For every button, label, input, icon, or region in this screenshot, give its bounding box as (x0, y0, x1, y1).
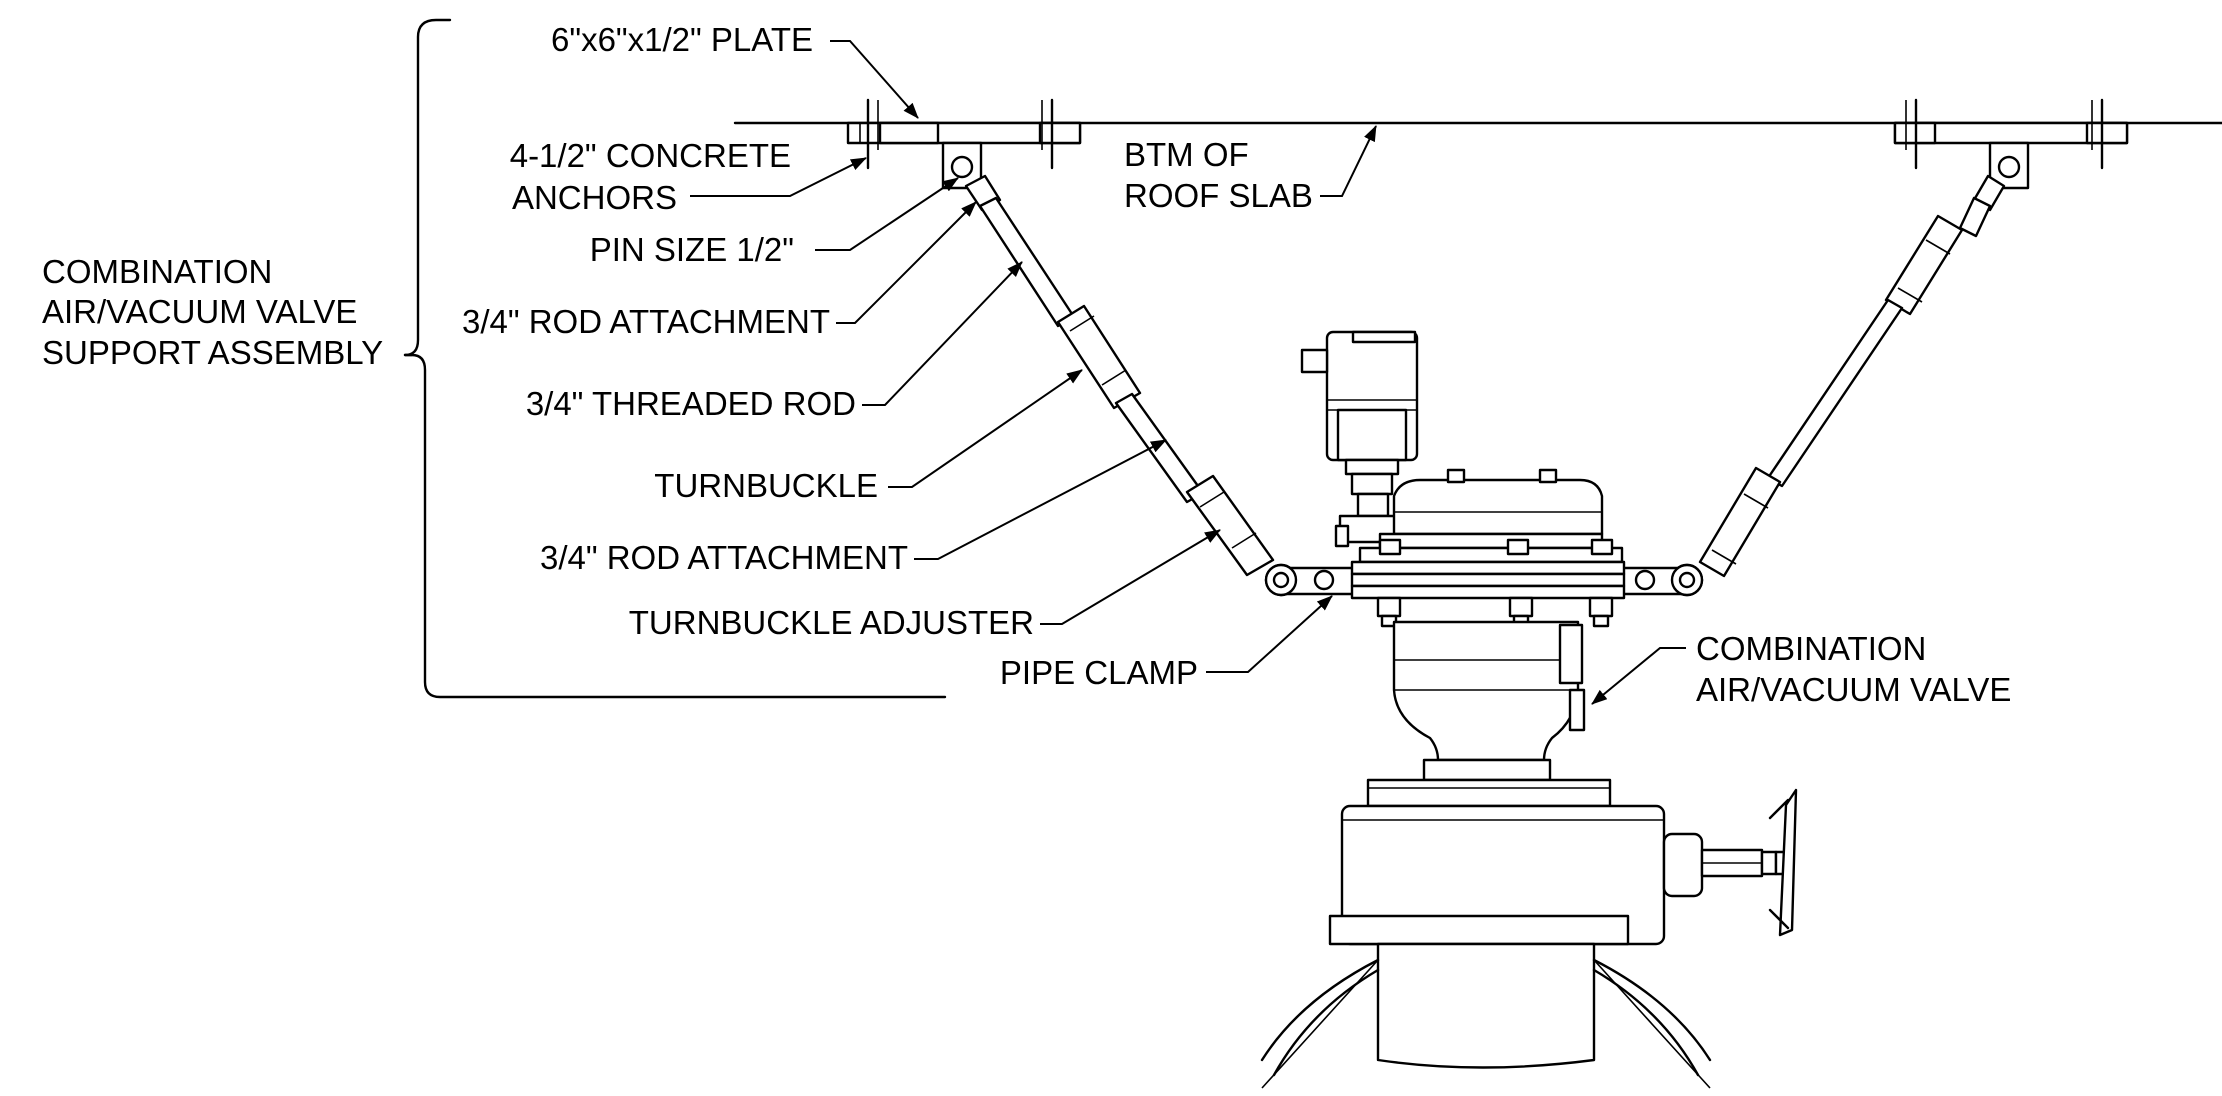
callout-labels: 6"x6"x1/2" PLATE 4-1/2" CONCRETE ANCHORS… (462, 21, 2011, 708)
assembly-bracket (403, 18, 947, 699)
valve-label-line1: COMBINATION (1696, 630, 1926, 667)
assembly-title: COMBINATION AIR/VACUUM VALVE SUPPORT ASS… (42, 253, 383, 371)
turnbuckle-label: TURNBUCKLE (654, 467, 878, 504)
threaded-rod-label: 3/4" THREADED ROD (526, 385, 856, 422)
rod-attachment-upper-label: 3/4" ROD ATTACHMENT (462, 303, 830, 340)
anchors-label-line2: ANCHORS (512, 179, 677, 216)
turnbuckle-adjuster-label: TURNBUCKLE ADJUSTER (629, 604, 1034, 641)
assembly-title-line3: SUPPORT ASSEMBLY (42, 334, 383, 371)
right-threaded-rod (1766, 298, 1904, 488)
pipe-clamp-label: PIPE CLAMP (1000, 654, 1198, 691)
gate-valve (1328, 788, 1798, 946)
left-turnbuckle (1056, 304, 1142, 410)
left-rod-assembly (964, 174, 1298, 597)
valve-label-line2: AIR/VACUUM VALVE (1696, 671, 2011, 708)
pipe (1260, 942, 1712, 1089)
left-anchor-plate (846, 98, 1082, 170)
right-rod-assembly (1670, 174, 2006, 597)
plate-label: 6"x6"x1/2" PLATE (551, 21, 813, 58)
roof-slab-label-line1: BTM OF (1124, 136, 1249, 173)
assembly-title-line2: AIR/VACUUM VALVE (42, 293, 357, 330)
anchors-label-line1: 4-1/2" CONCRETE (510, 137, 791, 174)
left-threaded-rod-lower (1114, 392, 1205, 504)
roof-slab-label-line2: ROOF SLAB (1124, 177, 1313, 214)
right-turnbuckle (1884, 214, 1964, 316)
assembly-title-line1: COMBINATION (42, 253, 272, 290)
left-threaded-rod-upper (978, 196, 1076, 328)
air-vacuum-valve (1300, 330, 1626, 808)
left-turnbuckle-adjuster (1185, 474, 1275, 577)
pin-size-label: PIN SIZE 1/2" (590, 231, 794, 268)
right-turnbuckle-adjuster (1698, 466, 1782, 578)
rod-attachment-lower-label: 3/4" ROD ATTACHMENT (540, 539, 908, 576)
leader-lines (690, 40, 1686, 705)
